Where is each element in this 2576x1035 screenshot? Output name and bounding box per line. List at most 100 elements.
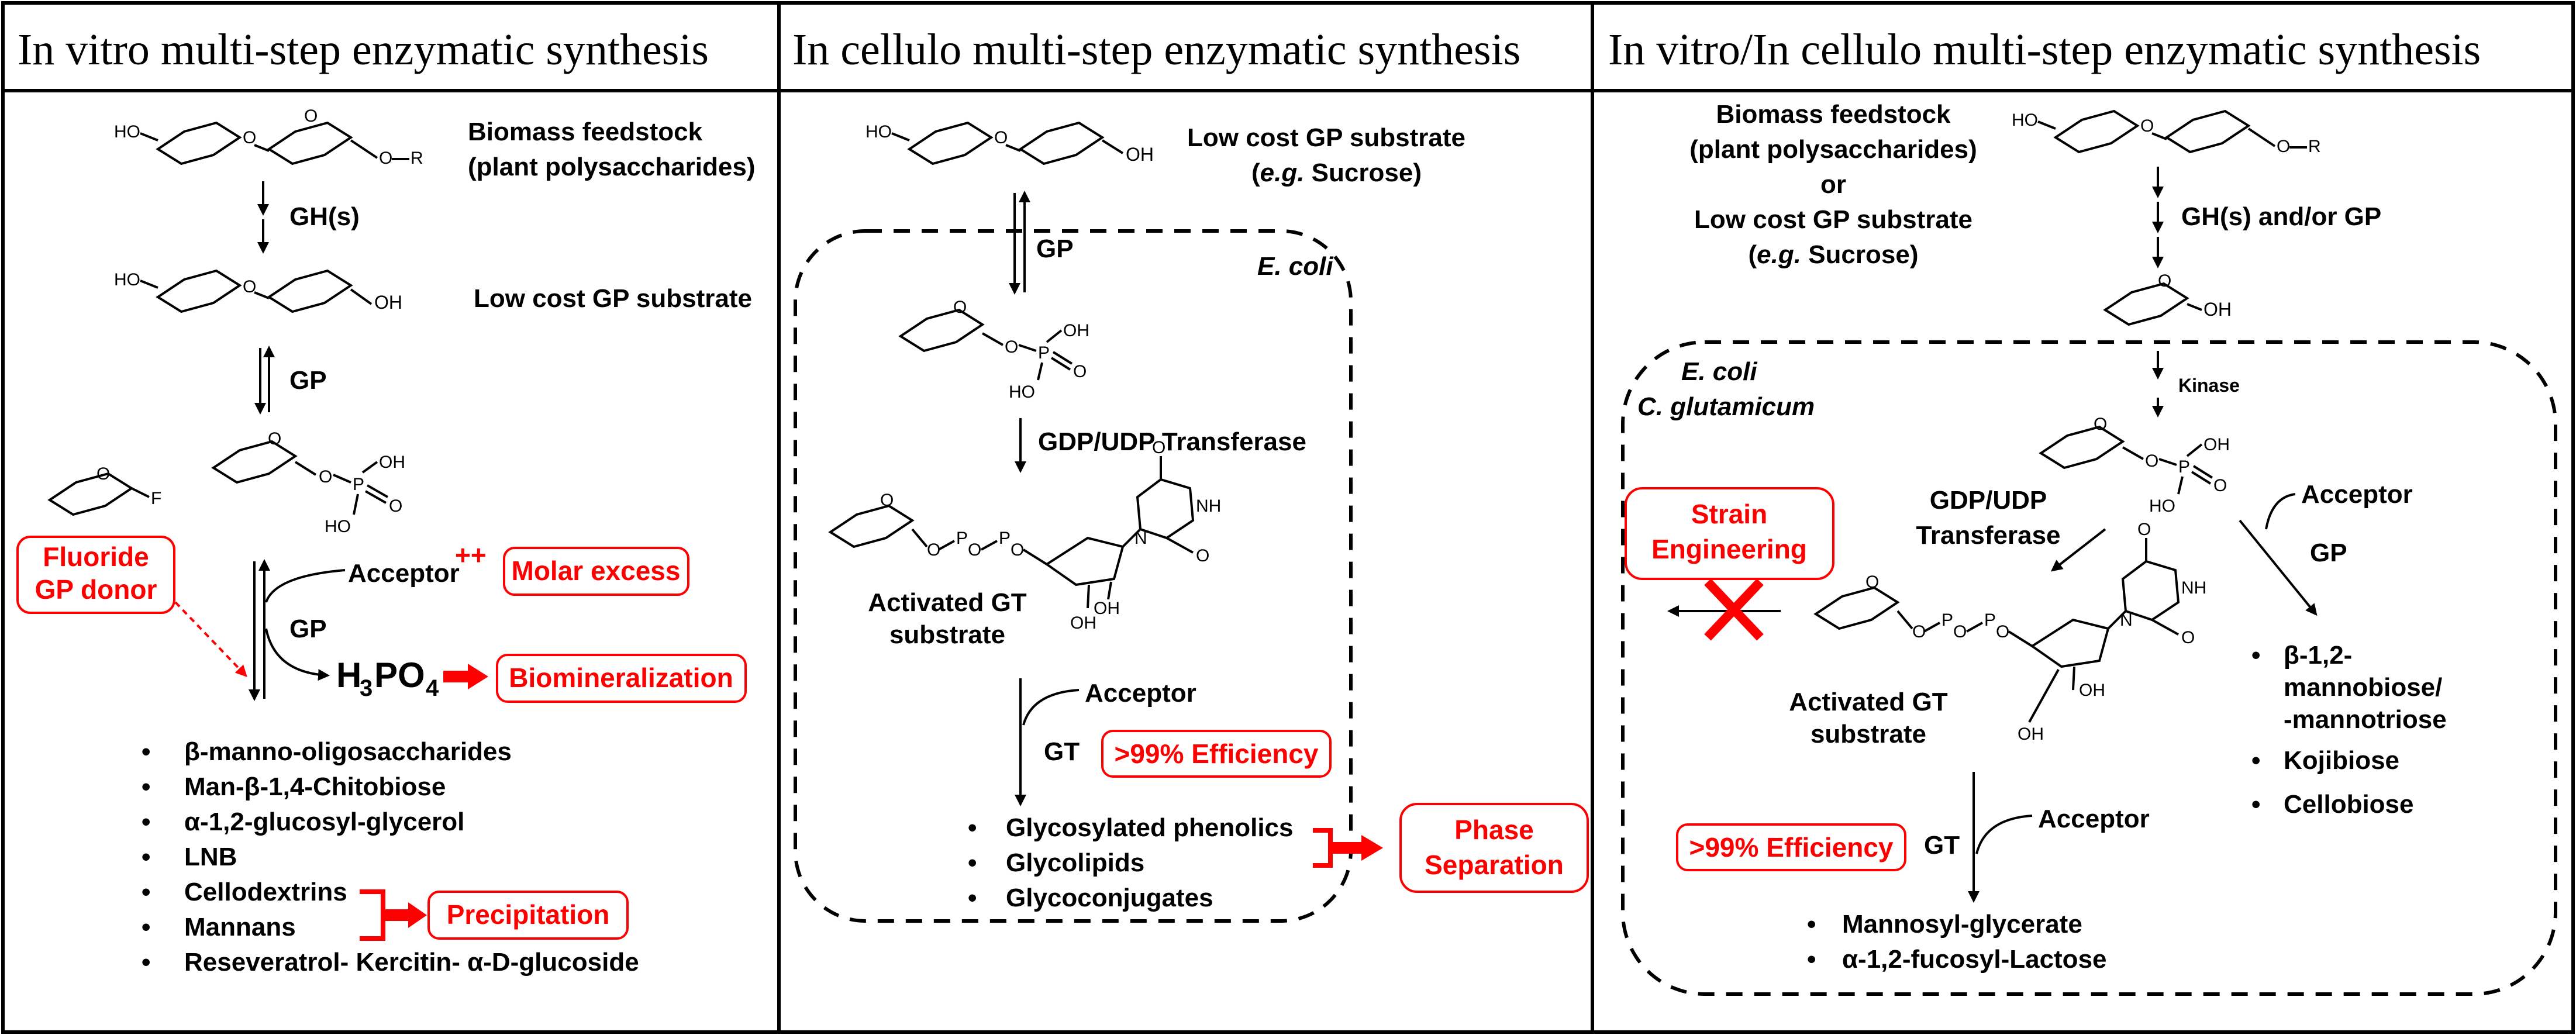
- svg-text:•: •: [968, 813, 977, 842]
- fluoride-gp-donor-box: [16, 536, 175, 614]
- list-item: Kojibiose: [2284, 746, 2399, 775]
- sugar-phosphate-structure: O O P OH HO O: [899, 298, 1089, 402]
- precipitation-label: Precipitation: [447, 899, 610, 930]
- svg-text:P: P: [353, 475, 364, 494]
- svg-text:O: O: [2145, 451, 2158, 471]
- feedstock-2: (plant polysaccharides): [1689, 135, 1977, 164]
- svg-text:OH: OH: [1063, 321, 1089, 340]
- svg-text:O: O: [2213, 476, 2227, 495]
- strain-label-2: Engineering: [1651, 534, 1807, 564]
- feedstock-label-1: Biomass feedstock: [468, 118, 703, 146]
- svg-text:H: H: [336, 656, 361, 695]
- svg-text:O: O: [1953, 622, 1967, 641]
- phase-label-2: Separation: [1425, 850, 1564, 880]
- activated-label-2: substrate: [1811, 720, 1926, 748]
- e-coli-label: E. coli: [1257, 252, 1333, 281]
- panel-3: Biomass feedstock (plant polysaccharides…: [1621, 100, 2557, 996]
- molar-excess-box: [503, 547, 689, 596]
- substrate-label: Low cost GP substrate: [1187, 123, 1465, 152]
- svg-text:O: O: [1073, 362, 1087, 381]
- fluoride-label-1: Fluoride: [43, 541, 149, 572]
- svg-text:•: •: [968, 848, 977, 877]
- cell-boundary: [1621, 340, 2557, 996]
- list-item: Glycosylated phenolics: [1006, 813, 1294, 842]
- svg-text:O: O: [953, 298, 967, 317]
- list-item: Man-β-1,4-Chitobiose: [184, 772, 446, 801]
- phosphoric-acid: H 3 PO 4: [336, 656, 439, 701]
- efficiency-box: [1676, 823, 1906, 871]
- gh-label: GH(s): [289, 202, 360, 231]
- svg-text:OH: OH: [1094, 599, 1120, 618]
- svg-text:•: •: [1807, 945, 1816, 974]
- svg-text:•: •: [1807, 910, 1816, 939]
- acceptor-right: Acceptor: [2301, 480, 2413, 509]
- list-item: Mannosyl-glycerate: [1842, 910, 2082, 939]
- svg-text:•: •: [968, 884, 977, 912]
- feedstock-4: (e.g. Sucrose): [1749, 240, 1919, 269]
- svg-text:HO: HO: [1009, 382, 1035, 402]
- svg-text:O: O: [1152, 438, 1165, 457]
- list-item: Reseveratrol- Kercitin- α-D-glucoside: [184, 948, 639, 977]
- phase-label-1: Phase: [1454, 815, 1534, 845]
- svg-text:O: O: [304, 106, 318, 126]
- svg-text:P: P: [1038, 343, 1050, 363]
- disaccharide-structure: HO O O O R: [114, 106, 423, 168]
- e-coli-label: E. coli: [1681, 357, 1757, 386]
- svg-text:•: •: [2251, 790, 2260, 819]
- svg-text:O: O: [1865, 572, 1879, 592]
- panel-1: HO O O O R Biomass feedstock (plant poly…: [16, 106, 755, 977]
- list-item: Cellodextrins: [184, 878, 347, 906]
- svg-text:O: O: [96, 464, 110, 484]
- svg-text:O: O: [2137, 520, 2151, 539]
- substrate-label: Low cost GP substrate: [474, 284, 752, 313]
- substrate-example: (e.g. Sucrose): [1251, 158, 1422, 187]
- list-item: -mannotriose: [2284, 705, 2447, 734]
- svg-text:O: O: [379, 149, 392, 168]
- activated-gt-substrate-structure: O O P O P O OH OH N NH O O: [829, 438, 1221, 633]
- fluoride-donor-structure: O F: [49, 464, 161, 516]
- panel-2: HO O OH Low cost GP substrate (e.g. Sucr…: [794, 122, 1589, 923]
- svg-text:O: O: [2181, 628, 2195, 647]
- activated-gt-substrate-structure: O O P O P O OH OH N NH O O: [1815, 520, 2206, 744]
- transferase-label-1: GDP/UDP: [1930, 486, 2047, 515]
- panel-3-title: In vitro/In cellulo multi-step enzymatic…: [1608, 25, 2481, 74]
- svg-text:R: R: [411, 149, 423, 168]
- svg-text:HO: HO: [114, 122, 140, 142]
- svg-text:O: O: [268, 429, 281, 448]
- svg-text:•: •: [142, 913, 150, 941]
- svg-text:NH: NH: [1196, 496, 1221, 516]
- phase-bracket: [1313, 828, 1333, 868]
- molar-excess-label: Molar excess: [512, 556, 681, 586]
- e-coli-cell-boundary: [794, 229, 1353, 923]
- svg-text:HO: HO: [865, 122, 892, 142]
- svg-text:•: •: [142, 808, 150, 836]
- svg-text:O: O: [1912, 622, 1926, 641]
- cross-icon: [1704, 578, 1764, 641]
- gt-label: GT: [1924, 831, 1960, 860]
- svg-text:O: O: [927, 540, 940, 560]
- svg-text:N: N: [1134, 529, 1147, 548]
- list-item: Cellobiose: [2284, 790, 2414, 819]
- svg-text:O: O: [1005, 337, 1018, 357]
- svg-text:3: 3: [360, 675, 373, 701]
- svg-text:O: O: [1011, 540, 1024, 560]
- list-item: Mannans: [184, 913, 296, 941]
- sugar-phosphate-structure: O O P OH HO O: [2040, 415, 2230, 516]
- precipitation-box: [427, 891, 629, 940]
- svg-text:OH: OH: [1070, 613, 1096, 633]
- svg-text:O: O: [1196, 546, 1209, 565]
- svg-text:•: •: [2251, 746, 2260, 775]
- svg-text:•: •: [2251, 641, 2260, 670]
- list-item: Glycoconjugates: [1006, 884, 1213, 912]
- svg-text:O: O: [968, 540, 981, 560]
- list-item: β-manno-oligosaccharides: [184, 737, 512, 766]
- phase-separation-box: [1399, 803, 1589, 893]
- svg-text:F: F: [151, 489, 161, 508]
- acceptor-label-1: Acceptor: [348, 559, 460, 588]
- disaccharide-structure-2: HO O OH: [114, 270, 402, 313]
- svg-text:4: 4: [426, 675, 439, 701]
- svg-text:P: P: [1942, 610, 1953, 630]
- gt-label: GT: [1044, 737, 1080, 766]
- svg-text:OH: OH: [2079, 681, 2105, 700]
